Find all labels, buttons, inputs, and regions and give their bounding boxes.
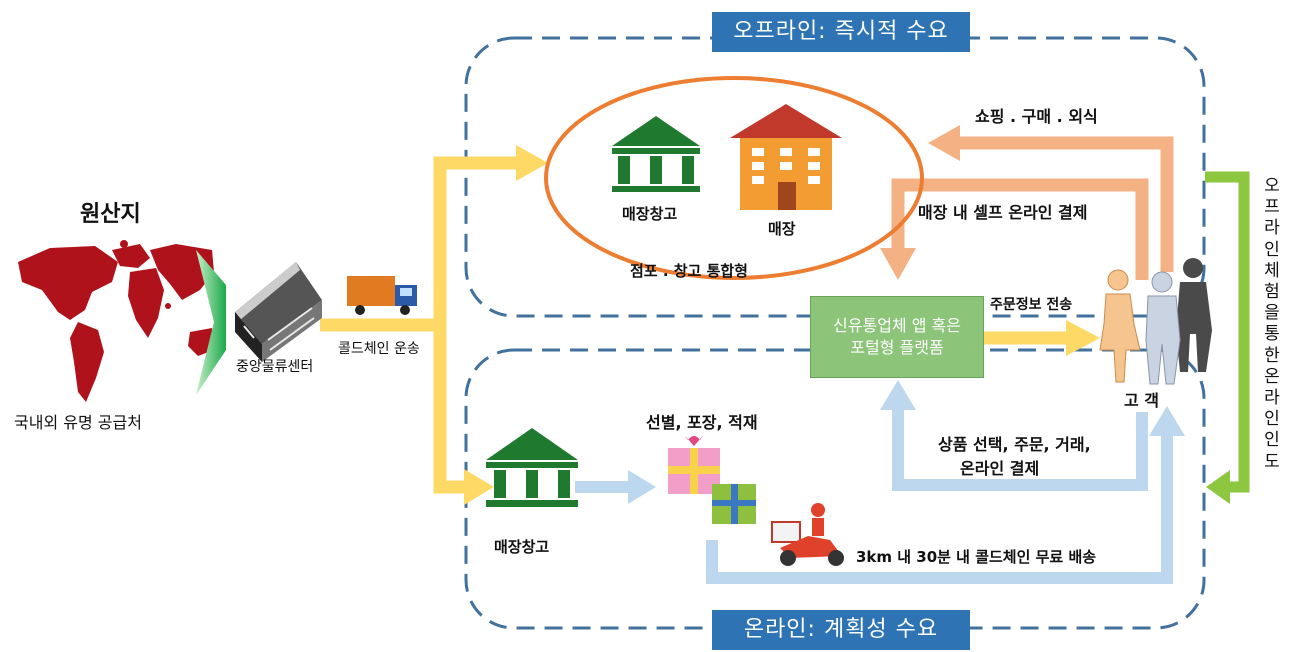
online-title: 온라인: 계획성 수요 bbox=[712, 610, 970, 650]
side-vertical-char: 인 bbox=[1264, 409, 1280, 430]
yellow-arrowheads bbox=[464, 145, 1100, 505]
blue-online-arrows bbox=[575, 405, 1173, 584]
picking-label: 선별, 포장, 적재 bbox=[646, 413, 758, 432]
side-vertical-char: 라 bbox=[1264, 218, 1280, 239]
shopping-label: 쇼핑 . 구매 . 외식 bbox=[975, 107, 1098, 126]
transport-label: 콜드체인 운송 bbox=[338, 341, 420, 357]
side-vertical-char: 오 bbox=[1264, 176, 1280, 196]
side-vertical-char: 인 bbox=[1264, 430, 1280, 451]
orange-offline-arrows bbox=[891, 136, 1174, 280]
store-building-icon bbox=[730, 104, 842, 210]
green-side-arrow bbox=[1205, 171, 1250, 504]
offline-title: 오프라인: 즉시적 수요 bbox=[712, 12, 970, 52]
order-info-label: 주문정보 전송 bbox=[990, 297, 1073, 313]
self-payment-label: 매장 내 셀프 온라인 결제 bbox=[918, 203, 1088, 222]
integrated-store-ellipse bbox=[544, 76, 924, 280]
side-vertical-char: 체 bbox=[1264, 260, 1280, 281]
distribution-center-label: 중앙물류센터 bbox=[236, 359, 314, 375]
origin-title: 원산지 bbox=[80, 202, 141, 227]
delivery-label: 3km 내 30분 내 콜드체인 무료 배송 bbox=[856, 548, 1097, 566]
delivery-scooter-icon bbox=[771, 503, 844, 566]
supply-funnel-arrow bbox=[196, 250, 226, 395]
platform-line-2: 포털형 플랫폼 bbox=[850, 338, 944, 357]
offline-group-border bbox=[464, 36, 1206, 318]
side-vertical-char: 도 bbox=[1264, 451, 1280, 472]
warehouse-building-icon bbox=[235, 262, 322, 362]
bank-warehouse-icon-online bbox=[486, 428, 578, 507]
online-warehouse-label: 매장창고 bbox=[494, 538, 550, 556]
yellow-supply-arrows bbox=[320, 156, 1070, 494]
bank-warehouse-icon bbox=[612, 116, 700, 192]
platform-box: 신유통업체 앱 혹은 포털형 플랫폼 bbox=[810, 296, 984, 378]
gift-box-icon bbox=[668, 436, 756, 524]
side-vertical-char: 프 bbox=[1264, 197, 1280, 218]
integrated-store-label: 점포 . 창고 통합형 bbox=[630, 262, 748, 280]
order-process-line-1: 상품 선택, 주문, 거래, bbox=[938, 435, 1091, 454]
order-process-line-2: 온라인 결제 bbox=[960, 459, 1040, 478]
side-vertical-char: 라 bbox=[1264, 388, 1280, 409]
side-vertical-char: 통 bbox=[1264, 324, 1280, 345]
world-map-icon bbox=[18, 240, 214, 402]
platform-line-1: 신유통업체 앱 혹은 bbox=[833, 316, 961, 335]
side-vertical-char: 인 bbox=[1264, 239, 1280, 260]
customers-icon bbox=[1099, 258, 1212, 385]
side-vertical-char: 한 bbox=[1264, 345, 1280, 366]
offline-store-label: 매장 bbox=[768, 220, 796, 238]
origin-caption: 국내외 유명 공급처 bbox=[14, 413, 142, 432]
side-vertical-char: 험 bbox=[1264, 282, 1280, 303]
truck-icon bbox=[347, 276, 417, 315]
side-vertical-char: 온 bbox=[1264, 366, 1280, 387]
customer-label: 고 객 bbox=[1124, 391, 1160, 410]
side-vertical-char: 을 bbox=[1264, 303, 1280, 324]
offline-warehouse-label: 매장창고 bbox=[622, 205, 678, 223]
